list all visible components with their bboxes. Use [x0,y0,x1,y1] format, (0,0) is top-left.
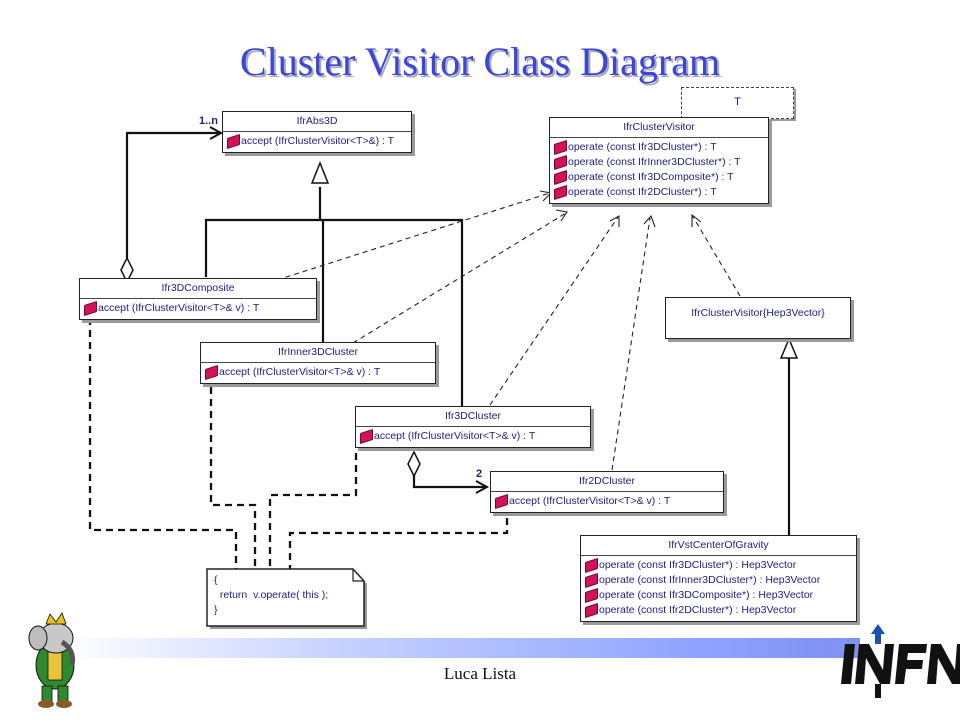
operation-icon [585,572,598,589]
operation-row: operate (const Ifr2DCluster*) : T [550,184,768,201]
class-name: IfrInner3DCluster [201,343,435,363]
operation-icon [84,300,97,317]
operation-icon [495,493,508,510]
operation-row: accept (IfrClusterVisitor<T>& v) : T [356,428,590,445]
class-name: Ifr2DCluster [491,472,723,492]
footer-band [60,638,860,658]
class-ifrvstcenterofgravity: IfrVstCenterOfGravity operate (const Ifr… [580,535,857,622]
class-name: IfrClusterVisitor{Hep3Vector} [691,307,825,319]
operation-row: accept (IfrClusterVisitor<T>& v) : T [491,493,723,510]
operation-row: operate (const Ifr3DComposite*) : Hep3Ve… [581,587,856,604]
operation-icon [227,133,240,150]
operation-row: operate (const Ifr3DCluster*) : T [550,139,768,156]
author-footer: Luca Lista [443,664,517,683]
operation-icon [554,139,567,156]
class-name: IfrVstCenterOfGravity [581,536,856,556]
multiplicity-label: 1..n [199,115,218,127]
operation-row: operate (const IfrInner3DCluster*) : T [550,154,768,171]
class-ifrinner3dcluster: IfrInner3DCluster accept (IfrClusterVisi… [200,342,436,384]
class-ifrclustervisitor-hep3vector: IfrClusterVisitor{Hep3Vector} [665,297,851,339]
operation-icon [585,557,598,574]
aggregation-composite [125,131,220,258]
generalization-3dcluster [320,218,464,406]
operation-icon [554,154,567,171]
template-parameter-box: T [681,87,794,119]
note-link-3dcluster [268,453,358,570]
operation-row: accept (IfrClusterVisitor<T>&) : T [223,133,411,150]
operation-icon [360,428,373,445]
class-ifr3dcluster: Ifr3DCluster accept (IfrClusterVisitor<T… [355,406,591,448]
class-ifr3dcomposite: Ifr3DComposite accept (IfrClusterVisitor… [79,278,317,320]
dependency-2dcluster [611,217,651,471]
multiplicity-label: 2 [476,468,483,480]
operation-row: operate (const Ifr3DCluster*) : Hep3Vect… [581,557,856,574]
operation-icon [554,169,567,186]
code-note-text: { return v.operate( this );} [214,574,329,616]
operation-row: operate (const Ifr2DCluster*) : Hep3Vect… [581,602,856,619]
note-link-composite [88,318,238,570]
operation-row: operate (const Ifr3DComposite*) : T [550,169,768,186]
page-title: Cluster Visitor Class Diagram [239,39,721,84]
aggregation-diamond-3dcluster [407,450,421,478]
operation-row: accept (IfrClusterVisitor<T>& v) : T [80,300,316,317]
class-ifrabs3d: IfrAbs3D accept (IfrClusterVisitor<T>&) … [222,111,412,153]
class-name: Ifr3DComposite [80,279,316,299]
operation-icon [585,587,598,604]
dependency-3dcluster [489,216,619,406]
dependency-cog [691,214,741,297]
dependency-inner [352,212,567,344]
operation-row: accept (IfrClusterVisitor<T>& v) : T [201,364,435,381]
generalization-head-abs3d [310,160,330,184]
generalization-composite [204,187,322,277]
operation-icon [585,602,598,619]
operation-icon [205,364,218,381]
note-link-inner [209,387,257,570]
class-name: Ifr3DCluster [356,407,590,427]
aggregation-3dcluster [412,472,485,489]
class-name: IfrAbs3D [223,112,411,132]
infn-logo [841,624,960,698]
operation-icon [554,184,567,201]
dependency-composite [276,192,551,281]
generalization-head-hep [779,337,799,359]
class-ifrclustervisitor: IfrClusterVisitor operate (const Ifr3DCl… [549,117,769,204]
elephant-logo [28,612,75,708]
operation-row: operate (const IfrInner3DCluster*) : Hep… [581,572,856,589]
class-name: IfrClusterVisitor [550,118,768,138]
note-link-2dcluster [288,518,509,570]
class-ifr2dcluster: Ifr2DCluster accept (IfrClusterVisitor<T… [490,471,724,513]
